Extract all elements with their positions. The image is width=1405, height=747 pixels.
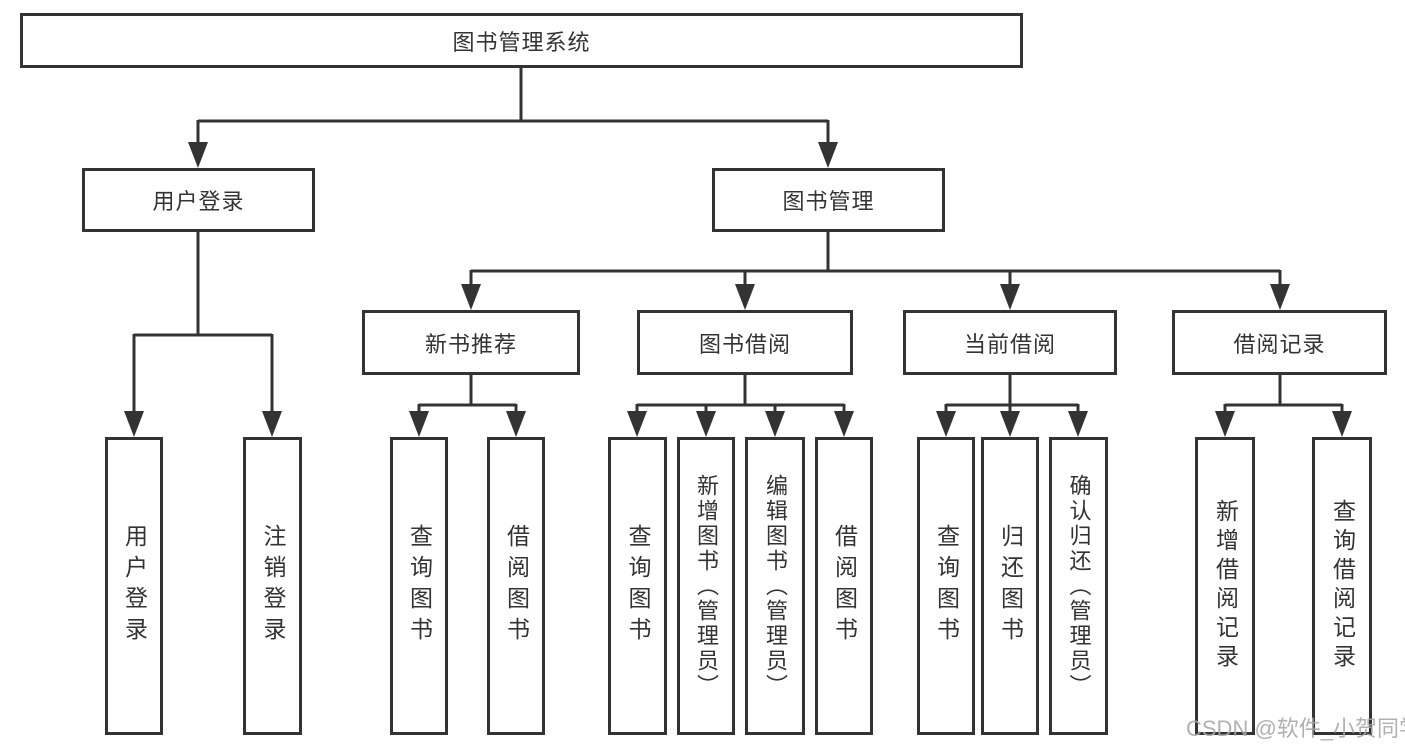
leaf-query-borrow-record: 查询借阅记录 xyxy=(1312,437,1372,735)
node-user-login: 用户登录 xyxy=(82,168,315,232)
node-new-book-recommend: 新书推荐 xyxy=(362,310,580,375)
borrow-record-branch-line xyxy=(1223,375,1344,416)
leaf-query-books: 查询图书 xyxy=(917,437,975,735)
arrow-down-icon xyxy=(765,411,785,437)
arrow-down-icon xyxy=(1215,411,1235,437)
new-book-branch-line xyxy=(417,375,518,416)
node-root-system: 图书管理系统 xyxy=(20,13,1023,68)
leaf-borrow-books: 借阅图书 xyxy=(815,437,873,735)
leaf-edit-book-admin: 编辑图书（管理员） xyxy=(745,437,805,735)
arrow-down-icon xyxy=(1000,411,1020,437)
arrow-down-icon xyxy=(834,411,854,437)
root-branch-line xyxy=(196,66,830,147)
arrow-down-icon xyxy=(188,142,208,168)
arrow-down-icon xyxy=(818,142,838,168)
arrow-down-icon xyxy=(696,411,716,437)
leaf-add-book-admin: 新增图书（管理员） xyxy=(677,437,735,735)
book-borrow-branch-line xyxy=(635,375,846,416)
arrow-down-icon xyxy=(124,411,144,437)
node-book-borrow: 图书借阅 xyxy=(637,310,853,375)
user-login-branch-line xyxy=(132,232,274,416)
leaf-query-books: 查询图书 xyxy=(608,437,667,735)
arrow-down-icon xyxy=(1068,411,1088,437)
leaf-user-login: 用户登录 xyxy=(105,437,163,735)
leaf-confirm-return-admin: 确认归还（管理员） xyxy=(1049,437,1108,735)
arrow-down-icon xyxy=(409,411,429,437)
leaf-query-books: 查询图书 xyxy=(390,437,448,735)
leaf-return-book: 归还图书 xyxy=(981,437,1039,735)
leaf-logout: 注销登录 xyxy=(243,437,302,735)
node-borrow-records: 借阅记录 xyxy=(1172,310,1387,375)
arrow-down-icon xyxy=(627,411,647,437)
arrow-down-icon xyxy=(735,284,755,310)
arrow-down-icon xyxy=(936,411,956,437)
arrow-down-icon xyxy=(1332,411,1352,437)
csdn-watermark: CSDN @软件_小贺同学 xyxy=(1186,716,1405,741)
leaf-borrow-books: 借阅图书 xyxy=(487,437,545,735)
book-mgmt-branch-line xyxy=(469,232,1282,289)
node-book-management: 图书管理 xyxy=(712,168,945,232)
arrow-down-icon xyxy=(506,411,526,437)
arrow-down-icon xyxy=(1000,284,1020,310)
arrow-down-icon xyxy=(461,284,481,310)
current-borrow-branch-line xyxy=(944,375,1080,416)
leaf-add-borrow-record: 新增借阅记录 xyxy=(1195,437,1255,735)
arrow-down-icon xyxy=(262,411,282,437)
node-current-borrow: 当前借阅 xyxy=(903,310,1117,375)
arrow-down-icon xyxy=(1270,284,1290,310)
